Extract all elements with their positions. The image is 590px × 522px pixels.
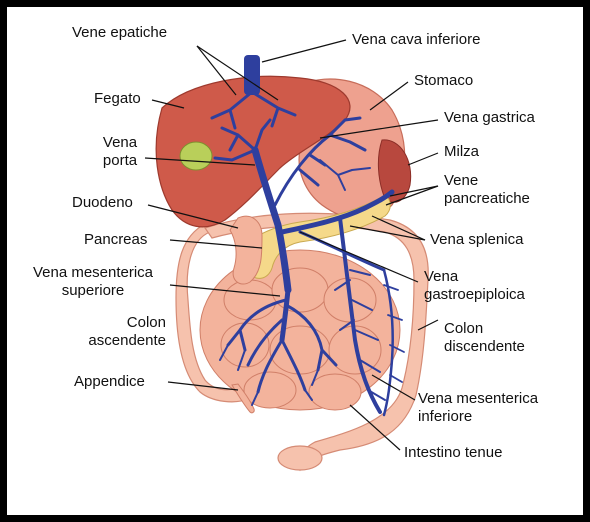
- inferior-vena-cava: [244, 55, 260, 95]
- label-vena-mes-inf-line2: inferiore: [418, 408, 538, 426]
- label-vena-mesenterica-inferiore: Vena mesenterica inferiore: [418, 390, 538, 426]
- label-colon-discendente-line1: Colon: [444, 320, 525, 338]
- label-vene-pancreatiche: Vene pancreatiche: [444, 172, 530, 208]
- label-vene-epatiche: Vene epatiche: [72, 24, 167, 42]
- label-colon-discendente: Colon discendente: [444, 320, 525, 356]
- label-vena-splenica: Vena splenica: [430, 231, 523, 249]
- label-vena-porta-line1: Vena: [96, 134, 144, 152]
- label-appendice: Appendice: [74, 373, 145, 391]
- label-milza: Milza: [444, 143, 479, 161]
- label-pancreas: Pancreas: [84, 231, 147, 249]
- gallbladder: [180, 142, 212, 170]
- label-vena-porta-line2: porta: [96, 152, 144, 170]
- label-vena-gastroepiploica-line2: gastroepiploica: [424, 286, 525, 304]
- label-duodeno: Duodeno: [72, 194, 133, 212]
- label-fegato: Fegato: [94, 90, 141, 108]
- label-colon-ascendente-line1: Colon: [64, 314, 166, 332]
- label-vene-pancreatiche-line2: pancreatiche: [444, 190, 530, 208]
- label-colon-ascendente-line2: ascendente: [64, 332, 166, 350]
- label-vena-mes-sup-line2: superiore: [18, 282, 168, 300]
- label-vena-gastroepiploica-line1: Vena: [424, 268, 525, 286]
- label-vena-cava-inferiore: Vena cava inferiore: [352, 31, 480, 49]
- label-colon-ascendente: Colon ascendente: [64, 314, 166, 350]
- label-vene-pancreatiche-line1: Vene: [444, 172, 530, 190]
- label-stomaco: Stomaco: [414, 72, 473, 90]
- label-colon-discendente-line2: discendente: [444, 338, 525, 356]
- label-intestino-tenue: Intestino tenue: [404, 444, 502, 462]
- label-vena-gastroepiploica: Vena gastroepiploica: [424, 268, 525, 304]
- label-vena-porta: Vena porta: [96, 134, 144, 170]
- label-vena-mes-inf-line1: Vena mesenterica: [418, 390, 538, 408]
- label-vena-mes-sup-line1: Vena mesenterica: [18, 264, 168, 282]
- label-vena-gastrica: Vena gastrica: [444, 109, 535, 127]
- label-vena-mesenterica-superiore: Vena mesenterica superiore: [18, 264, 168, 300]
